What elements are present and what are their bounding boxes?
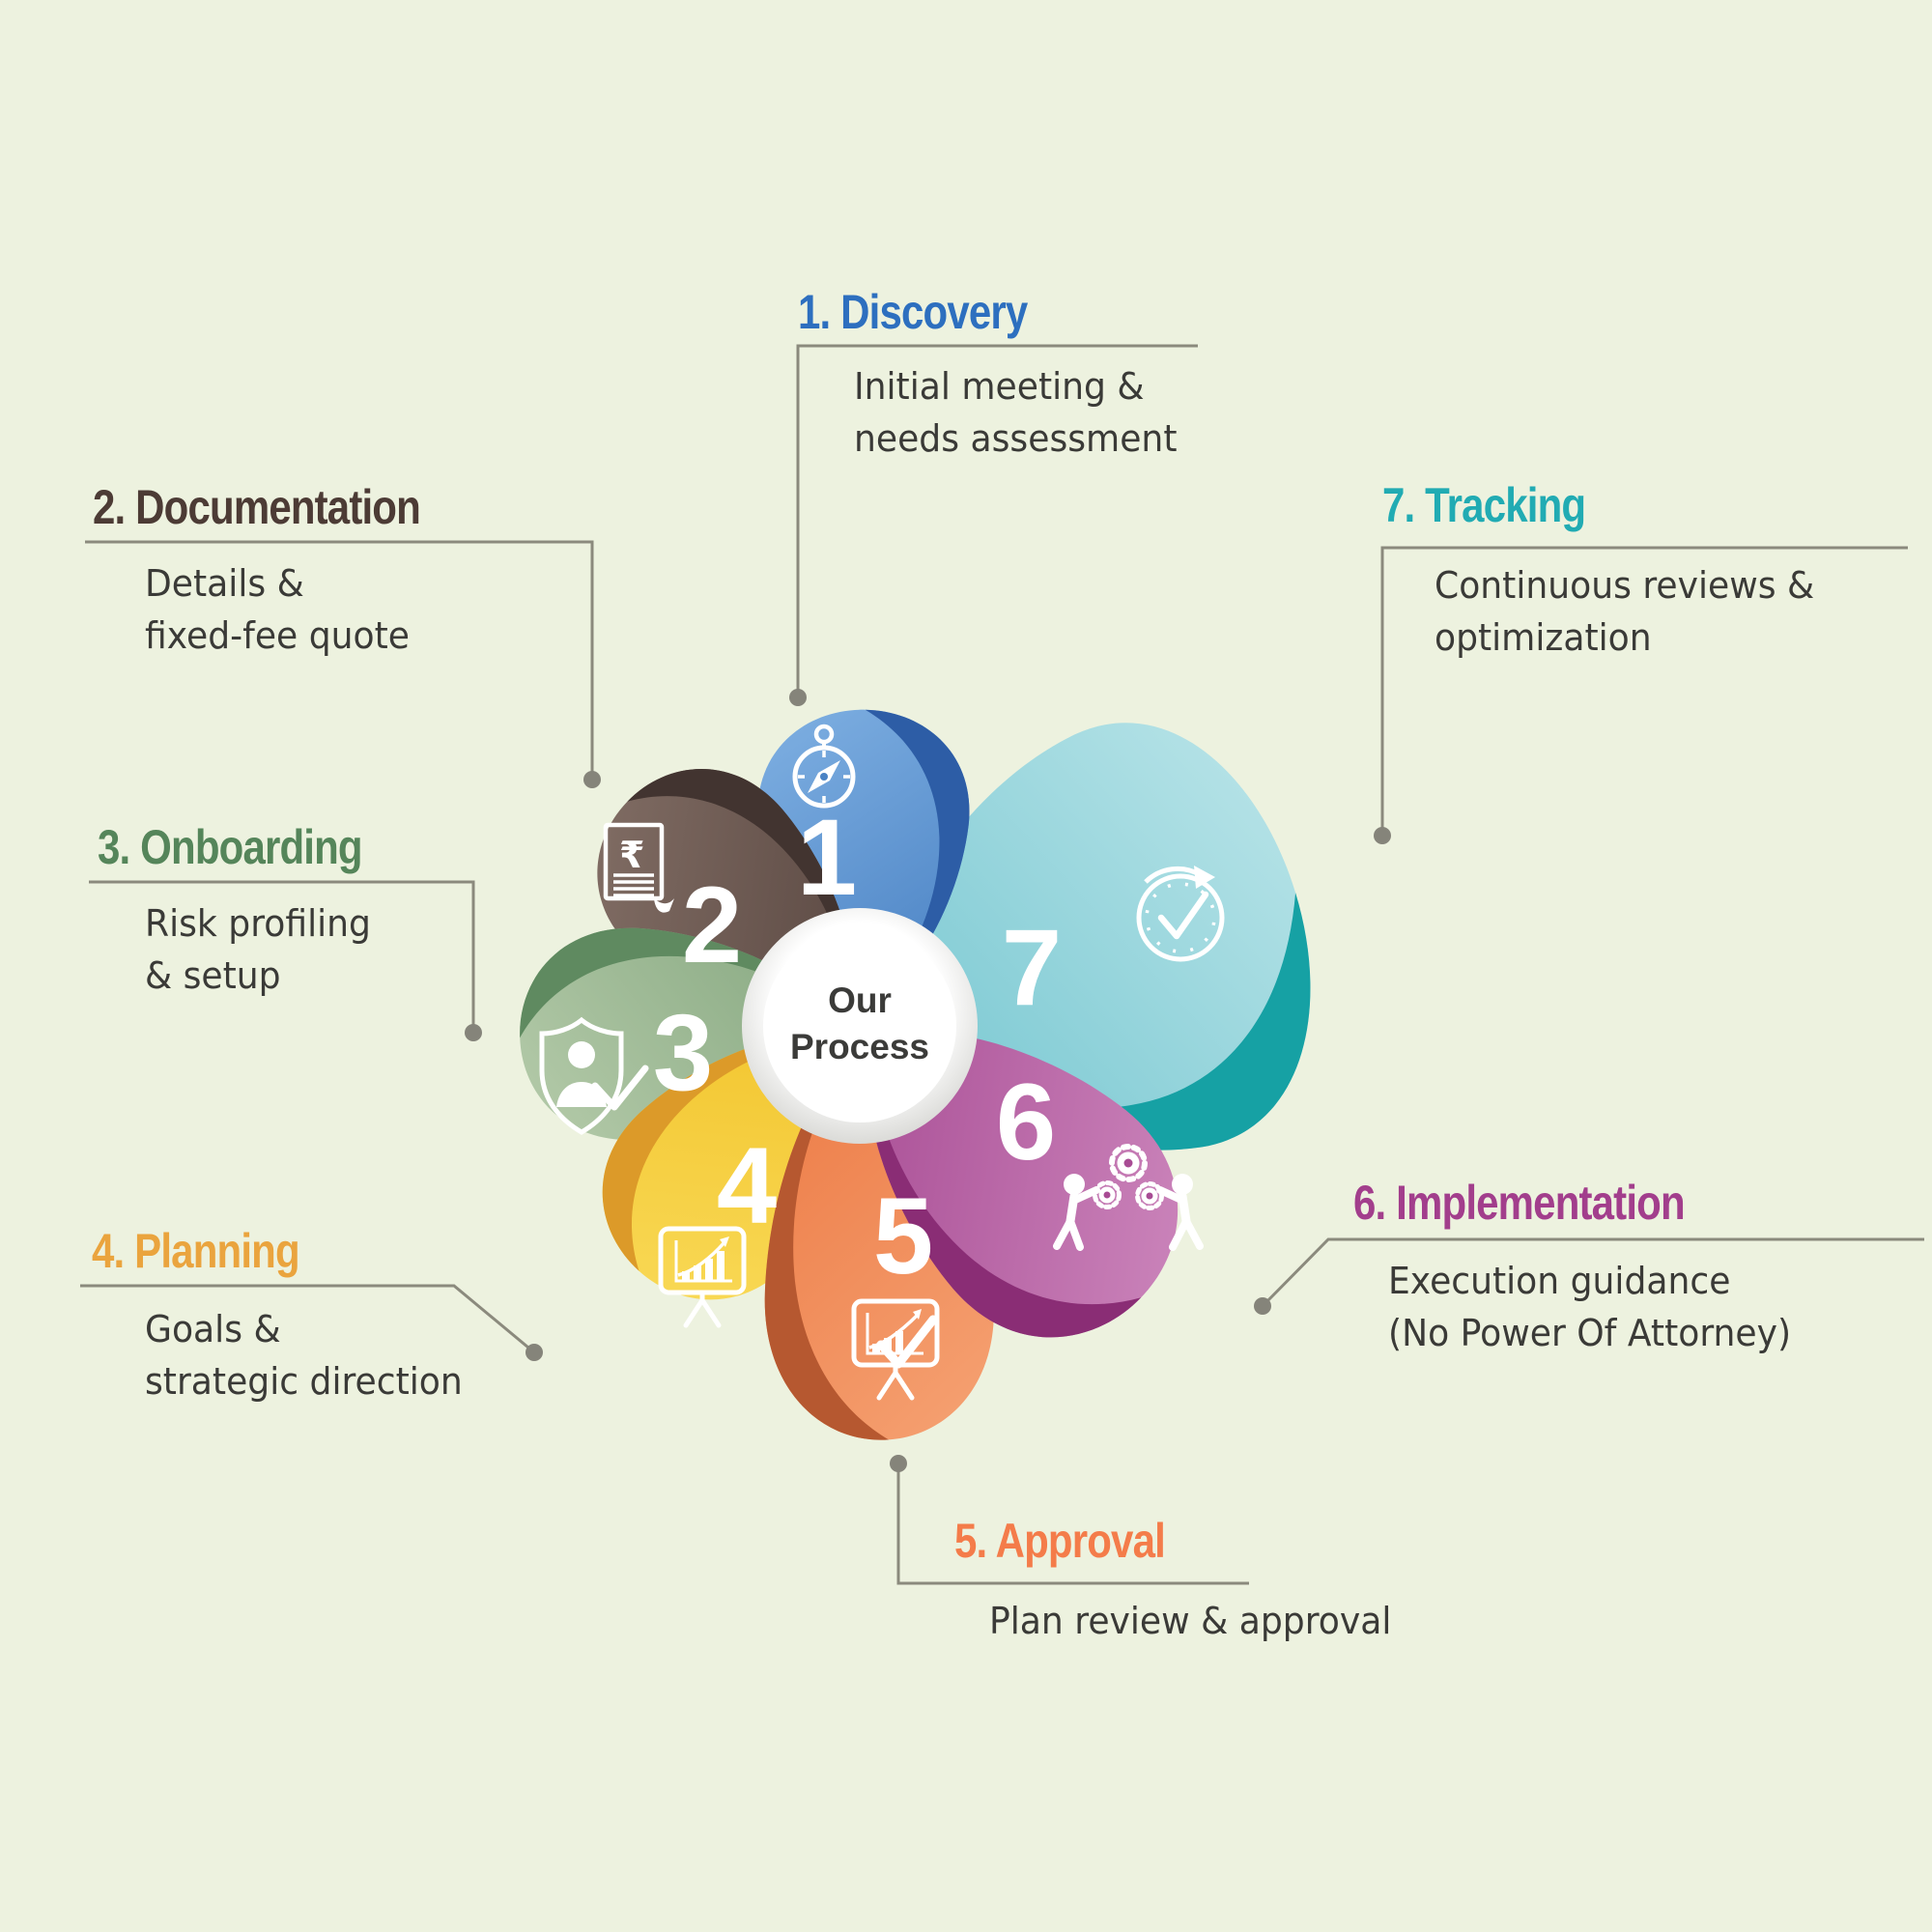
connector-discovery bbox=[796, 344, 1198, 697]
rupee-glyph: ₹ bbox=[619, 834, 644, 876]
center-circle: Our Process bbox=[742, 908, 978, 1144]
step-desc-line: Details & bbox=[145, 562, 304, 605]
step-desc-documentation: Details & fixed-fee quote bbox=[145, 558, 423, 663]
step-label-approval: 5. Approval bbox=[954, 1513, 1205, 1569]
step-label-tracking: 7. Tracking bbox=[1382, 477, 1624, 533]
step-label-planning: 4. Planning bbox=[92, 1223, 339, 1279]
connector-documentation bbox=[85, 540, 594, 780]
compass-icon bbox=[792, 724, 856, 809]
step-label-documentation: 2. Documentation bbox=[93, 479, 482, 535]
petal-number-6: 6 bbox=[996, 1062, 1056, 1182]
connector-planning bbox=[80, 1284, 535, 1354]
connector-onboarding bbox=[89, 880, 475, 1033]
growth-chart-board-icon bbox=[658, 1226, 747, 1328]
step-desc-line: strategic direction bbox=[145, 1359, 463, 1403]
connector-approval bbox=[896, 1463, 1249, 1585]
connector-dots bbox=[465, 689, 1391, 1472]
petal-number-2: 2 bbox=[682, 865, 742, 985]
approved-chart-board-icon bbox=[851, 1298, 940, 1401]
petal-number-1: 1 bbox=[797, 797, 857, 918]
petal-number-4: 4 bbox=[717, 1125, 777, 1246]
petal-numbers: 1 2 3 4 5 6 7 bbox=[653, 797, 1062, 1296]
center-title-line1: Our bbox=[828, 980, 892, 1020]
step-heading-approval: 5. Approval bbox=[954, 1514, 1166, 1568]
center-title-line2: Process bbox=[790, 1027, 929, 1066]
step-desc-line: Goals & bbox=[145, 1308, 281, 1350]
connector-lines bbox=[80, 344, 1924, 1585]
rupee-invoice-icon: ₹ bbox=[603, 822, 674, 913]
step-desc-line: (No Power Of Attorney) bbox=[1388, 1311, 1792, 1354]
step-label-implementation: 6. Implementation bbox=[1353, 1175, 1747, 1231]
step-desc-line: fixed-fee quote bbox=[145, 613, 411, 657]
step-desc-line: & setup bbox=[145, 953, 281, 997]
step-desc-discovery: Initial meeting & needs assessment bbox=[854, 361, 1194, 466]
step-desc-planning: Goals & strategic direction bbox=[145, 1304, 479, 1408]
petal-number-3: 3 bbox=[653, 992, 713, 1113]
step-desc-onboarding: Risk profiling & setup bbox=[145, 898, 383, 1003]
step-heading-planning: 4. Planning bbox=[92, 1224, 300, 1278]
step-desc-line: Execution guidance bbox=[1388, 1260, 1731, 1302]
step-heading-onboarding: 3. Onboarding bbox=[98, 820, 363, 874]
petal-number-7: 7 bbox=[1002, 907, 1062, 1028]
shield-user-icon bbox=[539, 1016, 649, 1135]
step-desc-approval: Plan review & approval bbox=[989, 1596, 1412, 1648]
step-desc-implementation: Execution guidance (No Power Of Attorney… bbox=[1388, 1256, 1812, 1360]
step-heading-tracking: 7. Tracking bbox=[1382, 478, 1586, 532]
step-heading-discovery: 1. Discovery bbox=[798, 285, 1028, 339]
step-label-onboarding: 3. Onboarding bbox=[98, 819, 412, 875]
step-heading-implementation: 6. Implementation bbox=[1353, 1176, 1686, 1230]
petal-number-5: 5 bbox=[873, 1176, 933, 1296]
step-heading-documentation: 2. Documentation bbox=[93, 480, 421, 534]
step-label-discovery: 1. Discovery bbox=[798, 284, 1071, 340]
step-desc-line: optimization bbox=[1435, 615, 1652, 659]
step-desc-tracking: Continuous reviews & optimization bbox=[1435, 560, 1834, 665]
step-desc-line: Initial meeting & bbox=[854, 365, 1145, 408]
step-desc-line: Continuous reviews & bbox=[1435, 564, 1815, 607]
step-desc-line: Risk profiling bbox=[145, 902, 371, 945]
connector-tracking bbox=[1380, 546, 1908, 836]
step-desc-line: Plan review & approval bbox=[989, 1600, 1392, 1642]
teamwork-gears-icon bbox=[1053, 1144, 1204, 1251]
step-desc-line: needs assessment bbox=[854, 416, 1178, 460]
connector-implementation bbox=[1261, 1237, 1924, 1308]
